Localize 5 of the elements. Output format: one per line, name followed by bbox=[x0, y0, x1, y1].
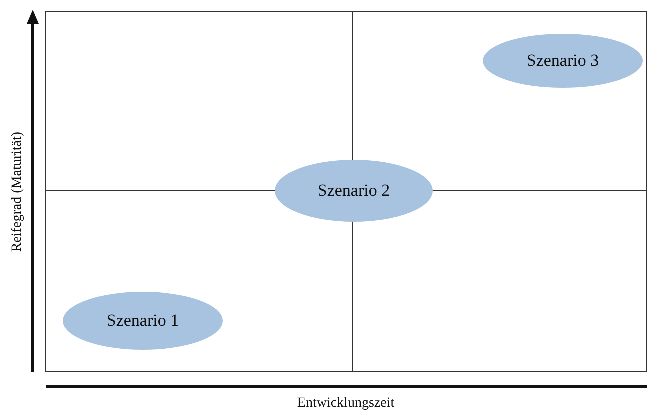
scenario-label: Szenario 2 bbox=[318, 181, 390, 201]
scenario-label: Szenario 1 bbox=[106, 311, 180, 331]
scenario-label: Szenario 3 bbox=[526, 51, 600, 71]
x-axis-title: Entwicklungszeit bbox=[297, 396, 395, 412]
y-axis-title: Reifegrad (Maturität) bbox=[10, 132, 26, 252]
